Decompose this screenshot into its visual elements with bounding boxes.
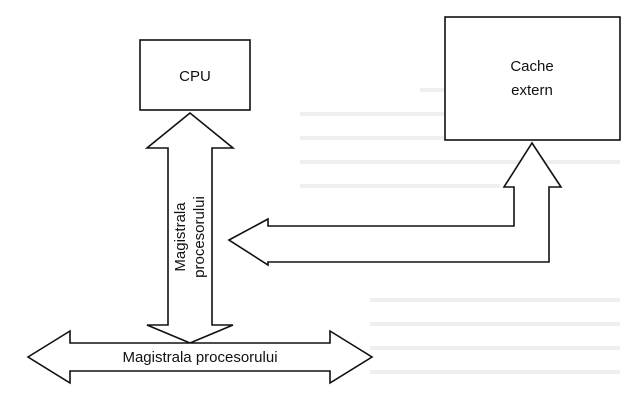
cache-extern-box: Cache extern	[444, 16, 621, 141]
vertical-bus-label-line2: procesorului	[191, 196, 208, 278]
cache-label-line1: Cache	[510, 58, 553, 75]
horizontal-bus-arrow: Magistrala procesorului	[26, 329, 374, 385]
cache-label-line2: extern	[511, 82, 553, 99]
cpu-box: CPU	[139, 39, 251, 111]
horizontal-bus-label: Magistrala procesorului	[122, 349, 277, 366]
vertical-bus-arrow: Magistrala procesorului	[144, 111, 236, 344]
cache-connection-arrow	[227, 141, 563, 267]
cpu-label: CPU	[179, 68, 211, 85]
vertical-bus-label-line1: Magistrala	[172, 202, 189, 272]
